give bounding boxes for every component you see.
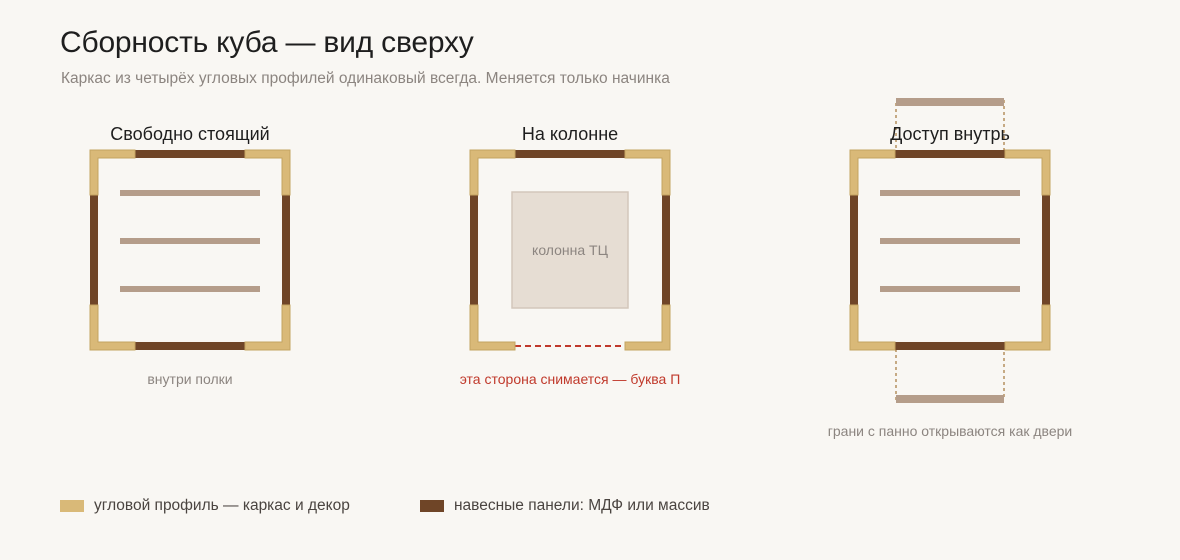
panel-right — [282, 195, 290, 305]
panel-right — [1042, 195, 1050, 305]
panel-bottom — [135, 342, 245, 350]
shelf — [880, 286, 1020, 292]
panel-left — [90, 195, 98, 305]
variant-title: Свободно стоящий — [110, 124, 269, 144]
corner-profile-top-right — [624, 149, 671, 196]
legend-swatch-panel — [420, 500, 444, 512]
shelf — [120, 286, 260, 292]
corner-profile-top-right — [1004, 149, 1051, 196]
legend-item-panel: навесные панели: МДФ или массив — [420, 496, 710, 516]
variant-caption: грани с панно открываются как двери — [828, 423, 1072, 439]
variant-on-column: колонна ТЦ На колонне эта сторона снимае… — [460, 124, 681, 387]
mall-column-label: колонна ТЦ — [532, 242, 609, 258]
shelf — [120, 238, 260, 244]
mall-column — [511, 191, 629, 309]
door-outline-bottom — [895, 345, 1005, 401]
panel-left — [850, 195, 858, 305]
opened-door-panel-bottom — [896, 395, 1004, 403]
legend-label: навесные панели: МДФ или массив — [454, 497, 710, 514]
variant-title: На колонне — [522, 124, 618, 144]
corner-profile-bottom-left — [469, 304, 516, 351]
panel-right — [662, 195, 670, 305]
corner-profile-top-right — [244, 149, 291, 196]
variant-title: Доступ внутрь — [890, 124, 1010, 144]
panel-top — [895, 150, 1005, 158]
page-title: Сборность куба — вид сверху — [60, 26, 474, 59]
legend-label: угловой профиль — каркас и декор — [94, 497, 350, 514]
variant-caption: внутри полки — [147, 371, 232, 387]
panel-bottom — [895, 342, 1005, 350]
legend-item-profile: угловой профиль — каркас и декор — [60, 496, 350, 516]
panel-top — [135, 150, 245, 158]
panel-top — [515, 150, 625, 158]
shelf — [880, 190, 1020, 196]
corner-profile-bottom-left — [89, 304, 136, 351]
variant-free-standing: Свободно стоящий внутри полки — [89, 124, 291, 387]
corner-profile-bottom-right — [624, 304, 671, 351]
panel-left — [470, 195, 478, 305]
corner-profile-top-left — [849, 149, 896, 196]
legend-swatch-profile — [60, 500, 84, 512]
corner-profile-bottom-right — [1004, 304, 1051, 351]
corner-profile-bottom-left — [849, 304, 896, 351]
corner-profile-top-left — [89, 149, 136, 196]
shelf — [880, 238, 1020, 244]
corner-profile-top-left — [469, 149, 516, 196]
shelf — [120, 190, 260, 196]
page-subtitle: Каркас из четырёх угловых профилей одина… — [61, 70, 670, 87]
corner-profile-bottom-right — [244, 304, 291, 351]
variant-caption: эта сторона снимается — буква П — [460, 371, 681, 387]
opened-door-panel-top — [896, 98, 1004, 106]
variant-access-inside: Доступ внутрь грани с панно открываются … — [828, 98, 1072, 439]
